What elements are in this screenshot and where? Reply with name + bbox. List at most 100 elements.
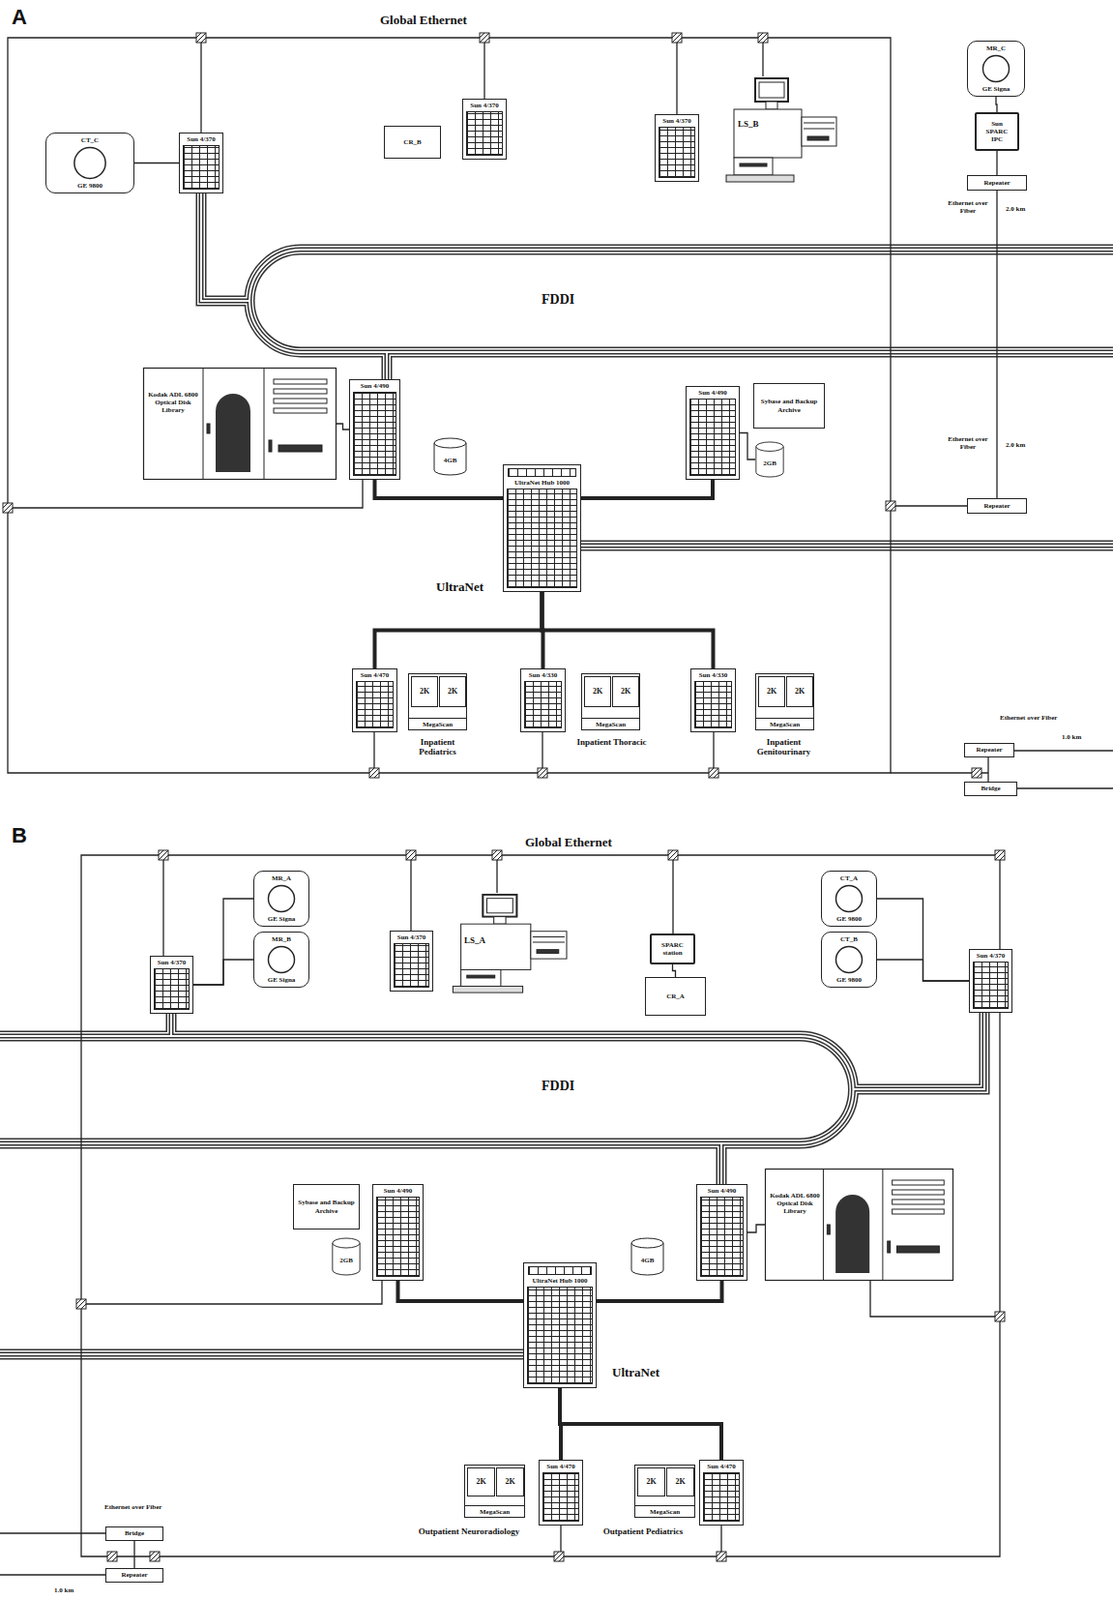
ethernet-line [7, 479, 363, 508]
fddi-ring [719, 1142, 725, 1184]
transceiver [995, 849, 1005, 860]
diagram-label: Ethernet over Fiber [104, 1502, 162, 1511]
node-label: CR_B [403, 138, 421, 147]
node-label: GE Signa [256, 975, 307, 984]
fddi-ring [852, 1012, 985, 1089]
node-label: Bridge [980, 784, 1000, 792]
display-monitor: 2K [758, 675, 786, 707]
network-link [542, 591, 714, 669]
monitor-box: Sun SPARC IPC [974, 112, 1020, 151]
ethernet-line [162, 854, 164, 956]
node-label: Sun 4/490 [698, 1186, 746, 1195]
node-label: Sun 4/370 [180, 135, 222, 144]
ethernet-line [410, 854, 411, 931]
ethernet-line [890, 504, 967, 506]
transceiver [406, 849, 416, 860]
node-label: MegaScan [409, 717, 467, 730]
hub-ports [527, 1265, 592, 1275]
scanner-unit: MR_B GE Signa [253, 931, 310, 988]
rack-grid [700, 1196, 744, 1277]
network-link [193, 898, 254, 985]
device-drawing [143, 367, 337, 480]
sun-workstation: Sun 4/370 [462, 98, 507, 160]
node-label: Sun 4/330 [692, 671, 734, 679]
network-box: Repeater [964, 742, 1015, 758]
diagram-label: 1.0 km [54, 1585, 74, 1594]
megascan-display: MegaScan2K2K [464, 1464, 526, 1518]
rack-grid [527, 1286, 593, 1384]
ethernet-line [133, 1540, 135, 1568]
node-label: 2K [645, 1476, 656, 1486]
fddi-ring [201, 193, 250, 301]
optical-disk-library: Kodak ADL 6800 Optical Disk Library [764, 1168, 954, 1281]
node-label: UltraNet Hub 1000 [526, 1276, 594, 1285]
rack-grid [689, 398, 736, 476]
node-label: SPARC station [654, 940, 691, 957]
sun-workstation: Sun 4/490 [685, 385, 740, 480]
node-label: MR_A [256, 874, 307, 882]
rack-grid [355, 680, 394, 729]
transceiver [2, 502, 13, 513]
display-monitor: 2K [496, 1466, 525, 1496]
network-link [673, 964, 676, 977]
diagram-label: 1.0 km [1061, 732, 1082, 741]
megascan-display: MegaScan2K2K [755, 673, 815, 731]
diagram-label: A [11, 5, 28, 30]
fddi-ring [169, 1013, 175, 1036]
node-label: Sun 4/490 [351, 381, 399, 390]
megascan-display: MegaScan2K2K [634, 1464, 696, 1518]
node-label: Sun 4/370 [391, 933, 432, 941]
fddi-ring [0, 1351, 524, 1357]
transceiver [196, 32, 206, 43]
node-label: Sybase and Backup Archive [757, 397, 821, 413]
network-box: Repeater [966, 175, 1027, 191]
network-link [995, 96, 997, 113]
node-label: MR_B [256, 935, 307, 943]
fddi-ring [0, 1035, 854, 1143]
ethernet-line [675, 37, 677, 115]
transceiver [971, 767, 982, 778]
sun-workstation: Sun 4/490 [349, 379, 401, 480]
display-monitor: 2K [410, 675, 439, 707]
ultranet-hub: UltraNet Hub 1000 [523, 1261, 597, 1388]
fddi-ring [581, 543, 1113, 549]
ethernet-line [1017, 787, 1113, 789]
rack-grid [972, 961, 1009, 1009]
ethernet-line [870, 1280, 1000, 1317]
device-drawing [630, 1236, 665, 1276]
network-link [995, 150, 997, 176]
fddi-ring [716, 1142, 728, 1184]
rack-grid [524, 680, 562, 729]
diagram-label: Ethernet over Fiber [999, 713, 1057, 722]
display-monitor: 2K [439, 675, 467, 707]
fddi-ring [382, 351, 391, 380]
network-box: Bridge [105, 1525, 164, 1541]
disk-drive: 2GB [331, 1236, 361, 1276]
fddi-ring [0, 1349, 524, 1358]
network-link [134, 162, 179, 164]
node-label: CT_B [823, 935, 875, 943]
fddi-ring [170, 1013, 173, 1036]
node-label: Sun 4/330 [522, 671, 564, 679]
transceiver [716, 1551, 727, 1561]
node-label: MR_C [969, 44, 1023, 53]
network-link [581, 479, 713, 498]
scanner-unit: CT_BGE 9800 [820, 931, 878, 988]
network-link [995, 190, 997, 498]
rack-grid [702, 1471, 740, 1522]
display-monitor: 2K [666, 1466, 695, 1496]
node-label: LS_B [737, 118, 796, 129]
diagram-label: B [11, 823, 28, 848]
megascan-display: MegaScan 2K2K [408, 673, 468, 731]
transceiver [369, 767, 380, 778]
node-label: Repeater [983, 178, 1010, 187]
rack-grid [376, 1196, 420, 1277]
node-label: Sun 4/470 [701, 1462, 742, 1470]
diagram-label: UltraNet [433, 580, 487, 595]
fddi-ring [249, 249, 1113, 352]
fddi-ring [0, 1348, 524, 1360]
diagram-label: Inpatient Thoracic [575, 736, 648, 747]
node-label: 2K [794, 686, 805, 696]
node-label: Sun 4/490 [687, 388, 738, 397]
